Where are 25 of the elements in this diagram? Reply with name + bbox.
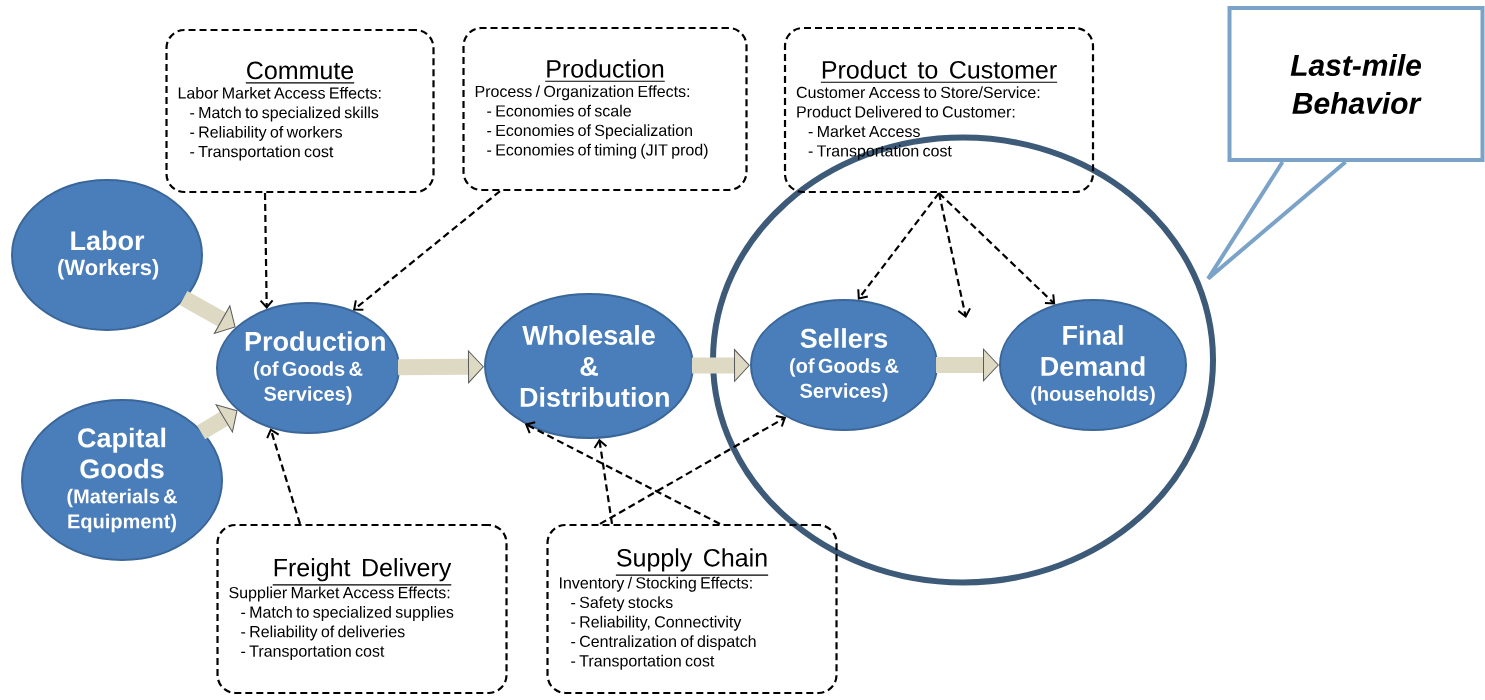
callout-tail (1206, 160, 1348, 281)
dashed-arrow (259, 193, 274, 309)
oval-node: Final Demand (households) (999, 299, 1187, 431)
dashed-arrow (599, 415, 787, 525)
oval-node: Wholesale & Distribution (484, 293, 694, 439)
dashed-callout-box: Freight Delivery Supplier Market Access Effects: - Match to specialized supplies - Reliability of deliveries - Transportation cost (216, 523, 508, 695)
dashed-arrow (266, 428, 302, 525)
block-arrow (397, 350, 484, 384)
dashed-arrow (353, 190, 501, 311)
block-arrow (936, 348, 999, 382)
oval-node: Labor (Workers) (11, 179, 203, 331)
block-arrow (196, 404, 238, 440)
oval-node: Capital Goods (Materials & Equipment) (21, 399, 223, 561)
dashed-arrow (593, 438, 614, 525)
dashed-arrow (857, 192, 940, 300)
oval-node: Production (of Goods & Services) (216, 302, 400, 434)
dashed-arrow (524, 421, 721, 525)
dashed-callout-box: Commute Labor Market Access Effects: - Match to specialized skills - Reliability of workers - Transportation cost (165, 28, 435, 194)
oval-node: Sellers (of Goods & Services) (750, 299, 938, 431)
dashed-callout-box: Production Process / Organization Effects: - Economies of scale - Economies of Specialization - Economies of timing (JIT prod) (462, 26, 748, 192)
dashed-arrow (937, 192, 972, 318)
dashed-callout-box: Supply Chain Inventory / Stocking Effects: - Safety stocks - Reliability, Connectivity - Centralization of dispatch - Transportation cost (546, 523, 838, 695)
dashed-arrow (938, 192, 1056, 305)
block-arrow (179, 291, 236, 334)
speech-bubble: Last-mile Behavior (1227, 6, 1485, 162)
